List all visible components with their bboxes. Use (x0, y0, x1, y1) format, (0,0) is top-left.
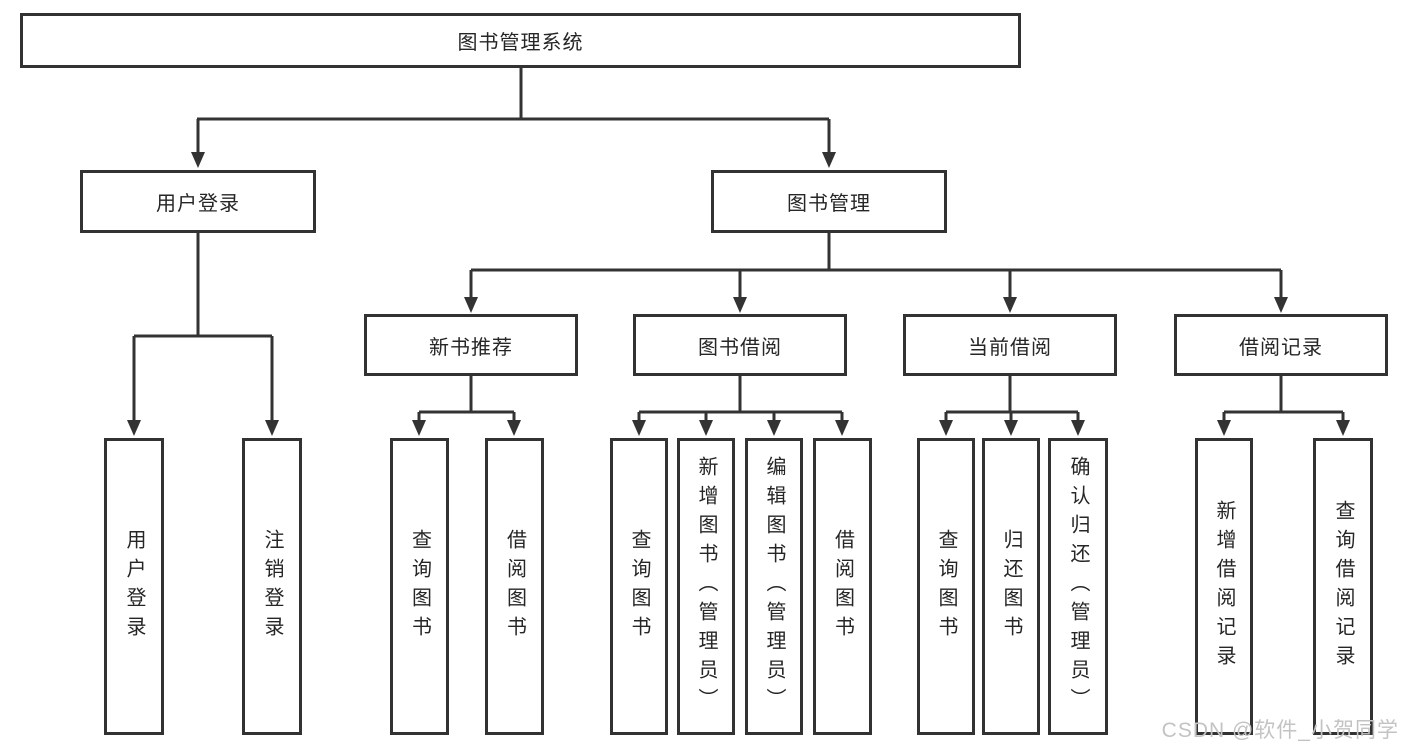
leaf-confirm-return-admin: 确认归还（管理员） (1048, 438, 1108, 735)
leaf-user-login: 用户登录 (104, 438, 164, 735)
leaf-add-borrow-record: 新增借阅记录 (1195, 438, 1253, 735)
watermark: CSDN @软件_小贺同学 (1161, 719, 1399, 742)
node-new-book-recommend: 新书推荐 (364, 314, 578, 376)
node-borrow-record: 借阅记录 (1174, 314, 1388, 376)
leaf-return-book: 归还图书 (982, 438, 1040, 735)
node-book-management: 图书管理 (711, 170, 947, 233)
leaf-query-book-borrow: 查询图书 (610, 438, 668, 735)
node-current-borrow: 当前借阅 (903, 314, 1117, 376)
leaf-query-borrow-record: 查询借阅记录 (1313, 438, 1373, 735)
leaf-query-book-recommend: 查询图书 (390, 438, 449, 735)
leaf-borrow-book: 借阅图书 (813, 438, 872, 735)
leaf-borrow-book-recommend: 借阅图书 (485, 438, 544, 735)
leaf-edit-book-admin: 编辑图书（管理员） (745, 438, 803, 735)
node-book-borrow: 图书借阅 (633, 314, 847, 376)
node-user-login: 用户登录 (80, 170, 316, 233)
leaf-query-book-current: 查询图书 (917, 438, 975, 735)
leaf-logout: 注销登录 (242, 438, 302, 735)
leaf-add-book-admin: 新增图书（管理员） (677, 438, 735, 735)
node-library-system: 图书管理系统 (20, 13, 1021, 68)
